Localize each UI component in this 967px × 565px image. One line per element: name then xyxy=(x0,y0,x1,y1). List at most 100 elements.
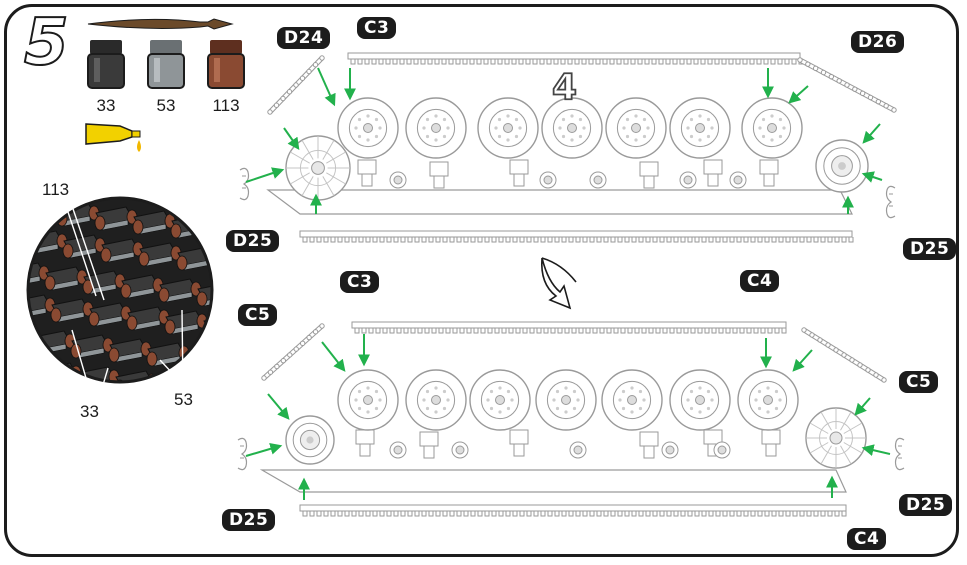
paint-code-113: 113 xyxy=(212,96,240,115)
track-assembly-bottom xyxy=(237,321,905,517)
track-detail-view xyxy=(0,196,257,403)
track-link-face xyxy=(28,275,41,287)
return-roller xyxy=(661,441,679,459)
callout-53: 53 xyxy=(174,390,193,409)
part-label-c5-right: C5 xyxy=(899,371,939,393)
idler-wheel xyxy=(285,415,335,465)
road-wheel xyxy=(669,369,731,431)
return-roller xyxy=(389,171,407,189)
paint-pot-icon-53 xyxy=(147,40,185,89)
suspension-unit xyxy=(761,429,781,457)
upper-track-run xyxy=(347,52,804,65)
idler-wheel xyxy=(815,139,869,193)
track-pin xyxy=(247,254,257,268)
return-roller xyxy=(729,171,747,189)
track-pin xyxy=(208,227,212,243)
green-arrow-icon xyxy=(317,67,336,107)
drive-sprocket xyxy=(805,407,867,469)
right-track-segment xyxy=(801,327,887,383)
suspension-unit xyxy=(419,431,439,459)
road-wheel xyxy=(337,369,399,431)
green-arrow-icon xyxy=(862,123,881,144)
track-pin xyxy=(88,311,100,327)
track-pin xyxy=(28,239,36,255)
track-pin xyxy=(62,243,74,259)
placement-arrows xyxy=(245,67,891,500)
track-pin xyxy=(50,201,62,217)
suspension-unit xyxy=(639,161,659,189)
road-wheel xyxy=(535,369,597,431)
upper-track-run xyxy=(351,321,787,334)
road-wheel xyxy=(605,97,667,159)
lower-track-run xyxy=(299,504,847,517)
track-pin xyxy=(50,307,62,323)
road-wheel xyxy=(469,369,531,431)
track-link-face xyxy=(198,392,224,402)
road-wheel xyxy=(405,369,467,431)
green-arrow-icon xyxy=(861,444,891,457)
paint-pots xyxy=(87,40,245,89)
return-roller xyxy=(569,441,587,459)
track-guide-part xyxy=(894,437,905,471)
suspension-unit xyxy=(509,429,529,457)
green-arrow-icon xyxy=(267,393,290,420)
part-label-d26: D26 xyxy=(851,31,905,53)
track-pin xyxy=(158,287,170,303)
paint-pot-icon-33 xyxy=(87,40,125,89)
road-wheel xyxy=(405,97,467,159)
road-wheel xyxy=(337,97,399,159)
suspension-unit xyxy=(357,159,377,187)
track-pin xyxy=(28,329,38,345)
suspension-unit xyxy=(703,159,723,187)
track-pin xyxy=(202,217,212,233)
track-pin xyxy=(44,275,56,291)
track-pin xyxy=(108,347,120,363)
return-roller xyxy=(451,441,469,459)
track-pin xyxy=(38,371,50,382)
left-track-segment xyxy=(261,323,325,381)
right-track-segment xyxy=(797,57,897,113)
track-pin xyxy=(114,379,126,382)
track-link xyxy=(191,378,212,382)
track-guide-part xyxy=(237,437,248,471)
part-label-d25-top-left: D25 xyxy=(226,230,280,252)
track-pin xyxy=(0,336,5,350)
track-link-face xyxy=(28,211,53,223)
part-label-d25-bottom-left: D25 xyxy=(222,509,276,531)
subassembly-number: 4 xyxy=(551,67,578,109)
step-number: 5 xyxy=(23,6,70,80)
return-roller xyxy=(679,171,697,189)
track-pin xyxy=(217,350,227,364)
return-roller xyxy=(539,171,557,189)
part-label-c3-bottom: C3 xyxy=(340,271,380,293)
suspension-unit xyxy=(355,429,375,457)
part-label-c4-bottom: C4 xyxy=(847,528,887,550)
track-link xyxy=(203,314,212,336)
track-pin xyxy=(126,315,138,331)
glue-tube-icon xyxy=(85,123,141,152)
callout-113: 113 xyxy=(42,180,70,199)
track-pin xyxy=(176,255,188,271)
paint-pot-icon-113 xyxy=(207,40,245,89)
road-wheel xyxy=(669,97,731,159)
road-wheel xyxy=(737,369,799,431)
track-link-face xyxy=(45,375,73,382)
green-arrow-icon xyxy=(283,127,300,150)
hull-lower xyxy=(259,469,847,493)
left-track-segment xyxy=(267,55,325,115)
road-wheel xyxy=(741,97,803,159)
suspension-unit xyxy=(509,159,529,187)
track-link xyxy=(28,326,35,348)
green-arrow-icon xyxy=(788,85,809,104)
track-link xyxy=(28,198,59,220)
track-pin xyxy=(229,286,239,300)
track-pin xyxy=(215,260,225,274)
suspension-unit xyxy=(639,431,659,459)
track-link-face xyxy=(209,327,212,339)
track-pin xyxy=(146,351,158,367)
track-pin xyxy=(120,283,132,299)
track-pin xyxy=(94,215,106,231)
next-step-arrow-icon xyxy=(540,257,577,310)
